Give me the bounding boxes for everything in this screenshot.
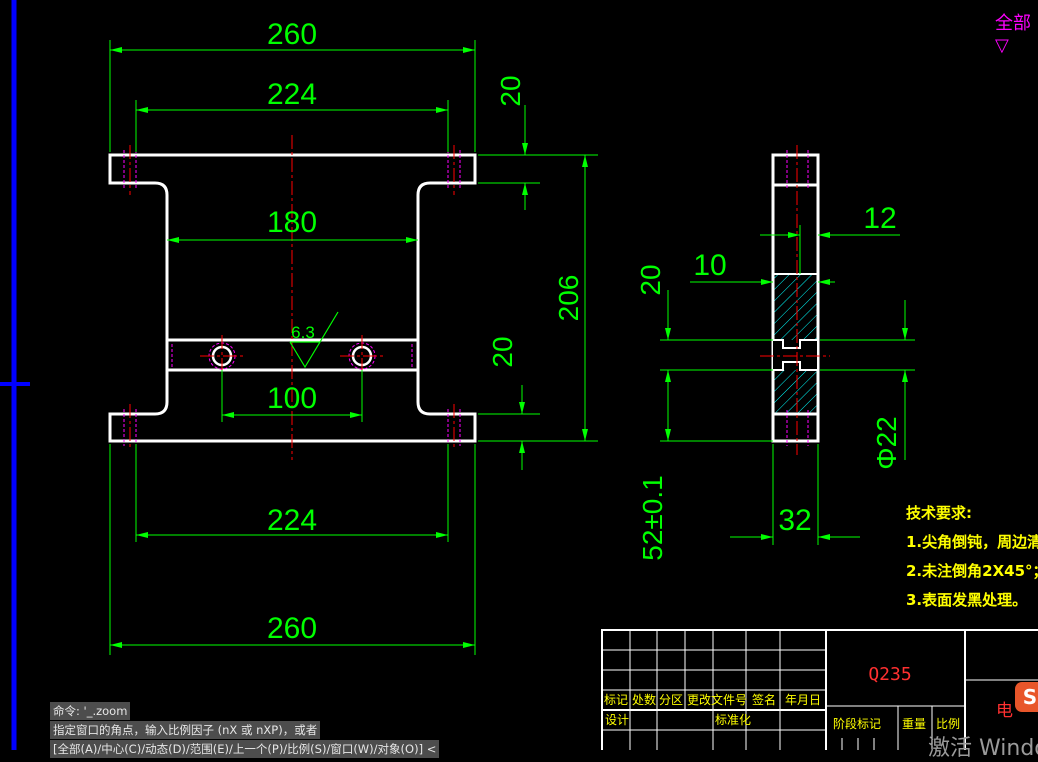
dim-bottom-width: 260	[267, 612, 317, 645]
dim-side-hole-dia: Φ22	[871, 416, 902, 469]
logo-icon: S	[1015, 682, 1038, 712]
tb-weight: 重量	[902, 717, 926, 731]
tb-change-doc: 更改文件号	[687, 692, 747, 707]
title-block-labels: Q235 标记 处数 分区 更改文件号 签名 年月日 设计 标准化 阶段标记 重…	[604, 664, 960, 731]
dim-side-12: 12	[863, 202, 896, 235]
tb-standardize: 标准化	[715, 713, 751, 727]
roughness-value: 6.3	[291, 323, 315, 342]
technical-notes: 技术要求: 1.尖角倒钝，周边清除 2.未注倒角2X45°； 3.表面发黑处理。	[906, 504, 1038, 609]
command-history-line-1: 命令: '_.zoom	[50, 702, 131, 720]
tb-mark: 标记	[604, 693, 628, 707]
notes-line-3: 3.表面发黑处理。	[906, 591, 1027, 609]
dim-top-inner: 224	[267, 78, 317, 111]
layer-filter-text: 全部	[995, 13, 1031, 34]
dim-side-10: 10	[693, 249, 726, 282]
notes-line-2: 2.未注倒角2X45°；	[906, 562, 1038, 580]
tb-zone: 分区	[659, 693, 683, 707]
dim-side-32: 32	[778, 504, 811, 537]
notes-title: 技术要求:	[906, 504, 972, 522]
notes-line-1: 1.尖角倒钝，周边清除	[906, 533, 1038, 551]
dim-side-52: 52±0.1	[637, 475, 668, 560]
layer-filter-label[interactable]: 全部 ▽	[995, 13, 1031, 56]
tb-design: 设计	[605, 713, 629, 727]
tb-date: 年月日	[785, 693, 821, 707]
dim-rib-thickness: 20	[487, 336, 518, 367]
front-view[interactable]: 260 224 180 100 224 260 20 206 20 6.3	[108, 18, 598, 655]
ucs-icon	[0, 0, 30, 750]
tb-count: 处数	[632, 692, 656, 707]
logo-text: 电	[996, 701, 1013, 721]
dim-flange-thickness: 20	[495, 75, 526, 106]
tb-sign: 签名	[752, 692, 776, 707]
command-history-line-2: 指定窗口的角点，输入比例因子 (nX 或 nXP)，或者	[50, 721, 321, 739]
dim-hole-spacing: 100	[267, 382, 317, 415]
activation-watermark: 激活 Windo	[928, 736, 1038, 761]
front-outline	[108, 153, 477, 443]
side-view[interactable]: 12 10 20 52±0.1 Φ22 32	[635, 145, 915, 561]
dim-bottom-inner: 224	[267, 504, 317, 537]
tb-stage-mark: 阶段标记	[833, 716, 881, 731]
dim-top-width: 260	[267, 18, 317, 51]
tb-scale: 比例	[936, 717, 960, 731]
dim-middle: 180	[267, 206, 317, 239]
title-block	[601, 629, 1038, 750]
command-prompt-line[interactable]: [全部(A)/中心(C)/动态(D)/范围(E)/上一个(P)/比例(S)/窗口…	[50, 740, 440, 758]
command-line-panel[interactable]: 命令: '_.zoom 指定窗口的角点，输入比例因子 (nX 或 nXP)，或者…	[50, 702, 590, 759]
material-label: Q235	[868, 664, 911, 685]
dim-height: 206	[553, 275, 584, 322]
dim-side-20: 20	[635, 264, 666, 295]
